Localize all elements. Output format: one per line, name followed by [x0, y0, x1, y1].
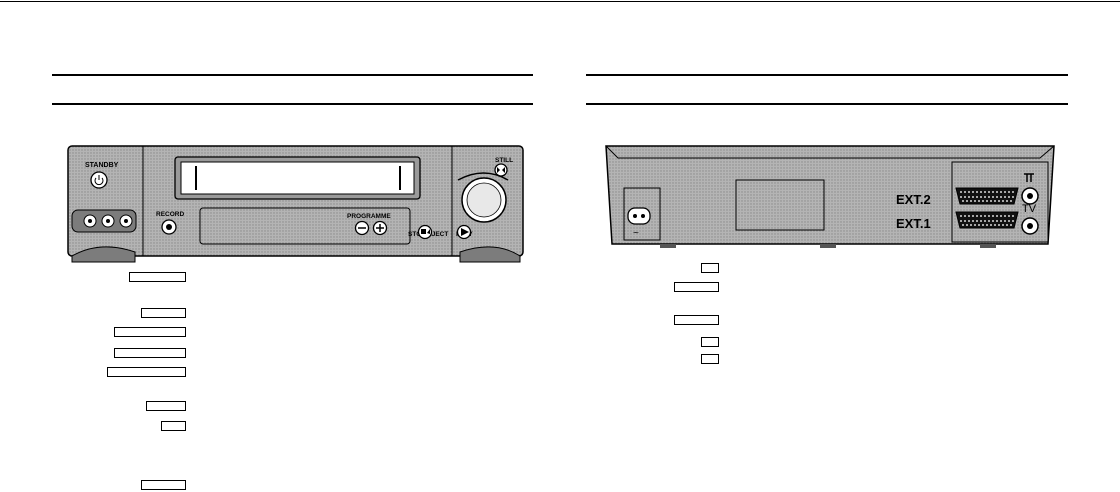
rear-label-box-2	[674, 282, 719, 292]
ext2-label: EXT.2	[896, 192, 931, 207]
tv-label: TV	[1022, 203, 1037, 215]
front-label-box-3	[114, 327, 186, 337]
antenna-in-icon	[1024, 173, 1034, 182]
ext1-label: EXT.1	[896, 216, 931, 231]
front-label-box-8	[141, 480, 186, 490]
mains-socket-icon	[627, 207, 651, 225]
page-top-rule	[0, 1, 1120, 2]
left-header-rule-top	[52, 74, 533, 76]
left-header-rule-bottom	[52, 103, 533, 105]
rear-label-box-3	[674, 315, 719, 325]
scart-ext1-icon	[955, 211, 1019, 229]
standby-label: STANDBY	[85, 162, 119, 169]
front-label-box-2	[141, 308, 186, 318]
record-label: RECORD	[156, 211, 184, 218]
front-label-box-1	[129, 272, 186, 282]
scart-ext2-icon	[955, 187, 1019, 205]
vcr-rear-panel-illustration: ~ EXT.2 EXT.1 TV	[605, 145, 1055, 248]
front-label-box-6	[146, 401, 186, 411]
rear-label-box-5	[701, 354, 719, 364]
svg-text:~: ~	[633, 228, 639, 239]
still-icon	[494, 163, 508, 177]
vcr-front-panel-illustration: STANDBY RECORD PROGRAMME STOP/EJECT PLAY…	[67, 145, 524, 263]
still-label: STILL	[495, 157, 513, 164]
rear-label-box-1	[701, 263, 719, 273]
front-label-box-5	[107, 367, 186, 377]
programme-label: PROGRAMME	[347, 213, 391, 220]
front-label-box-4	[114, 348, 186, 358]
right-header-rule-bottom	[586, 103, 1068, 105]
front-label-box-7	[161, 421, 186, 431]
right-header-rule-top	[586, 74, 1068, 76]
rear-label-box-4	[701, 337, 719, 347]
